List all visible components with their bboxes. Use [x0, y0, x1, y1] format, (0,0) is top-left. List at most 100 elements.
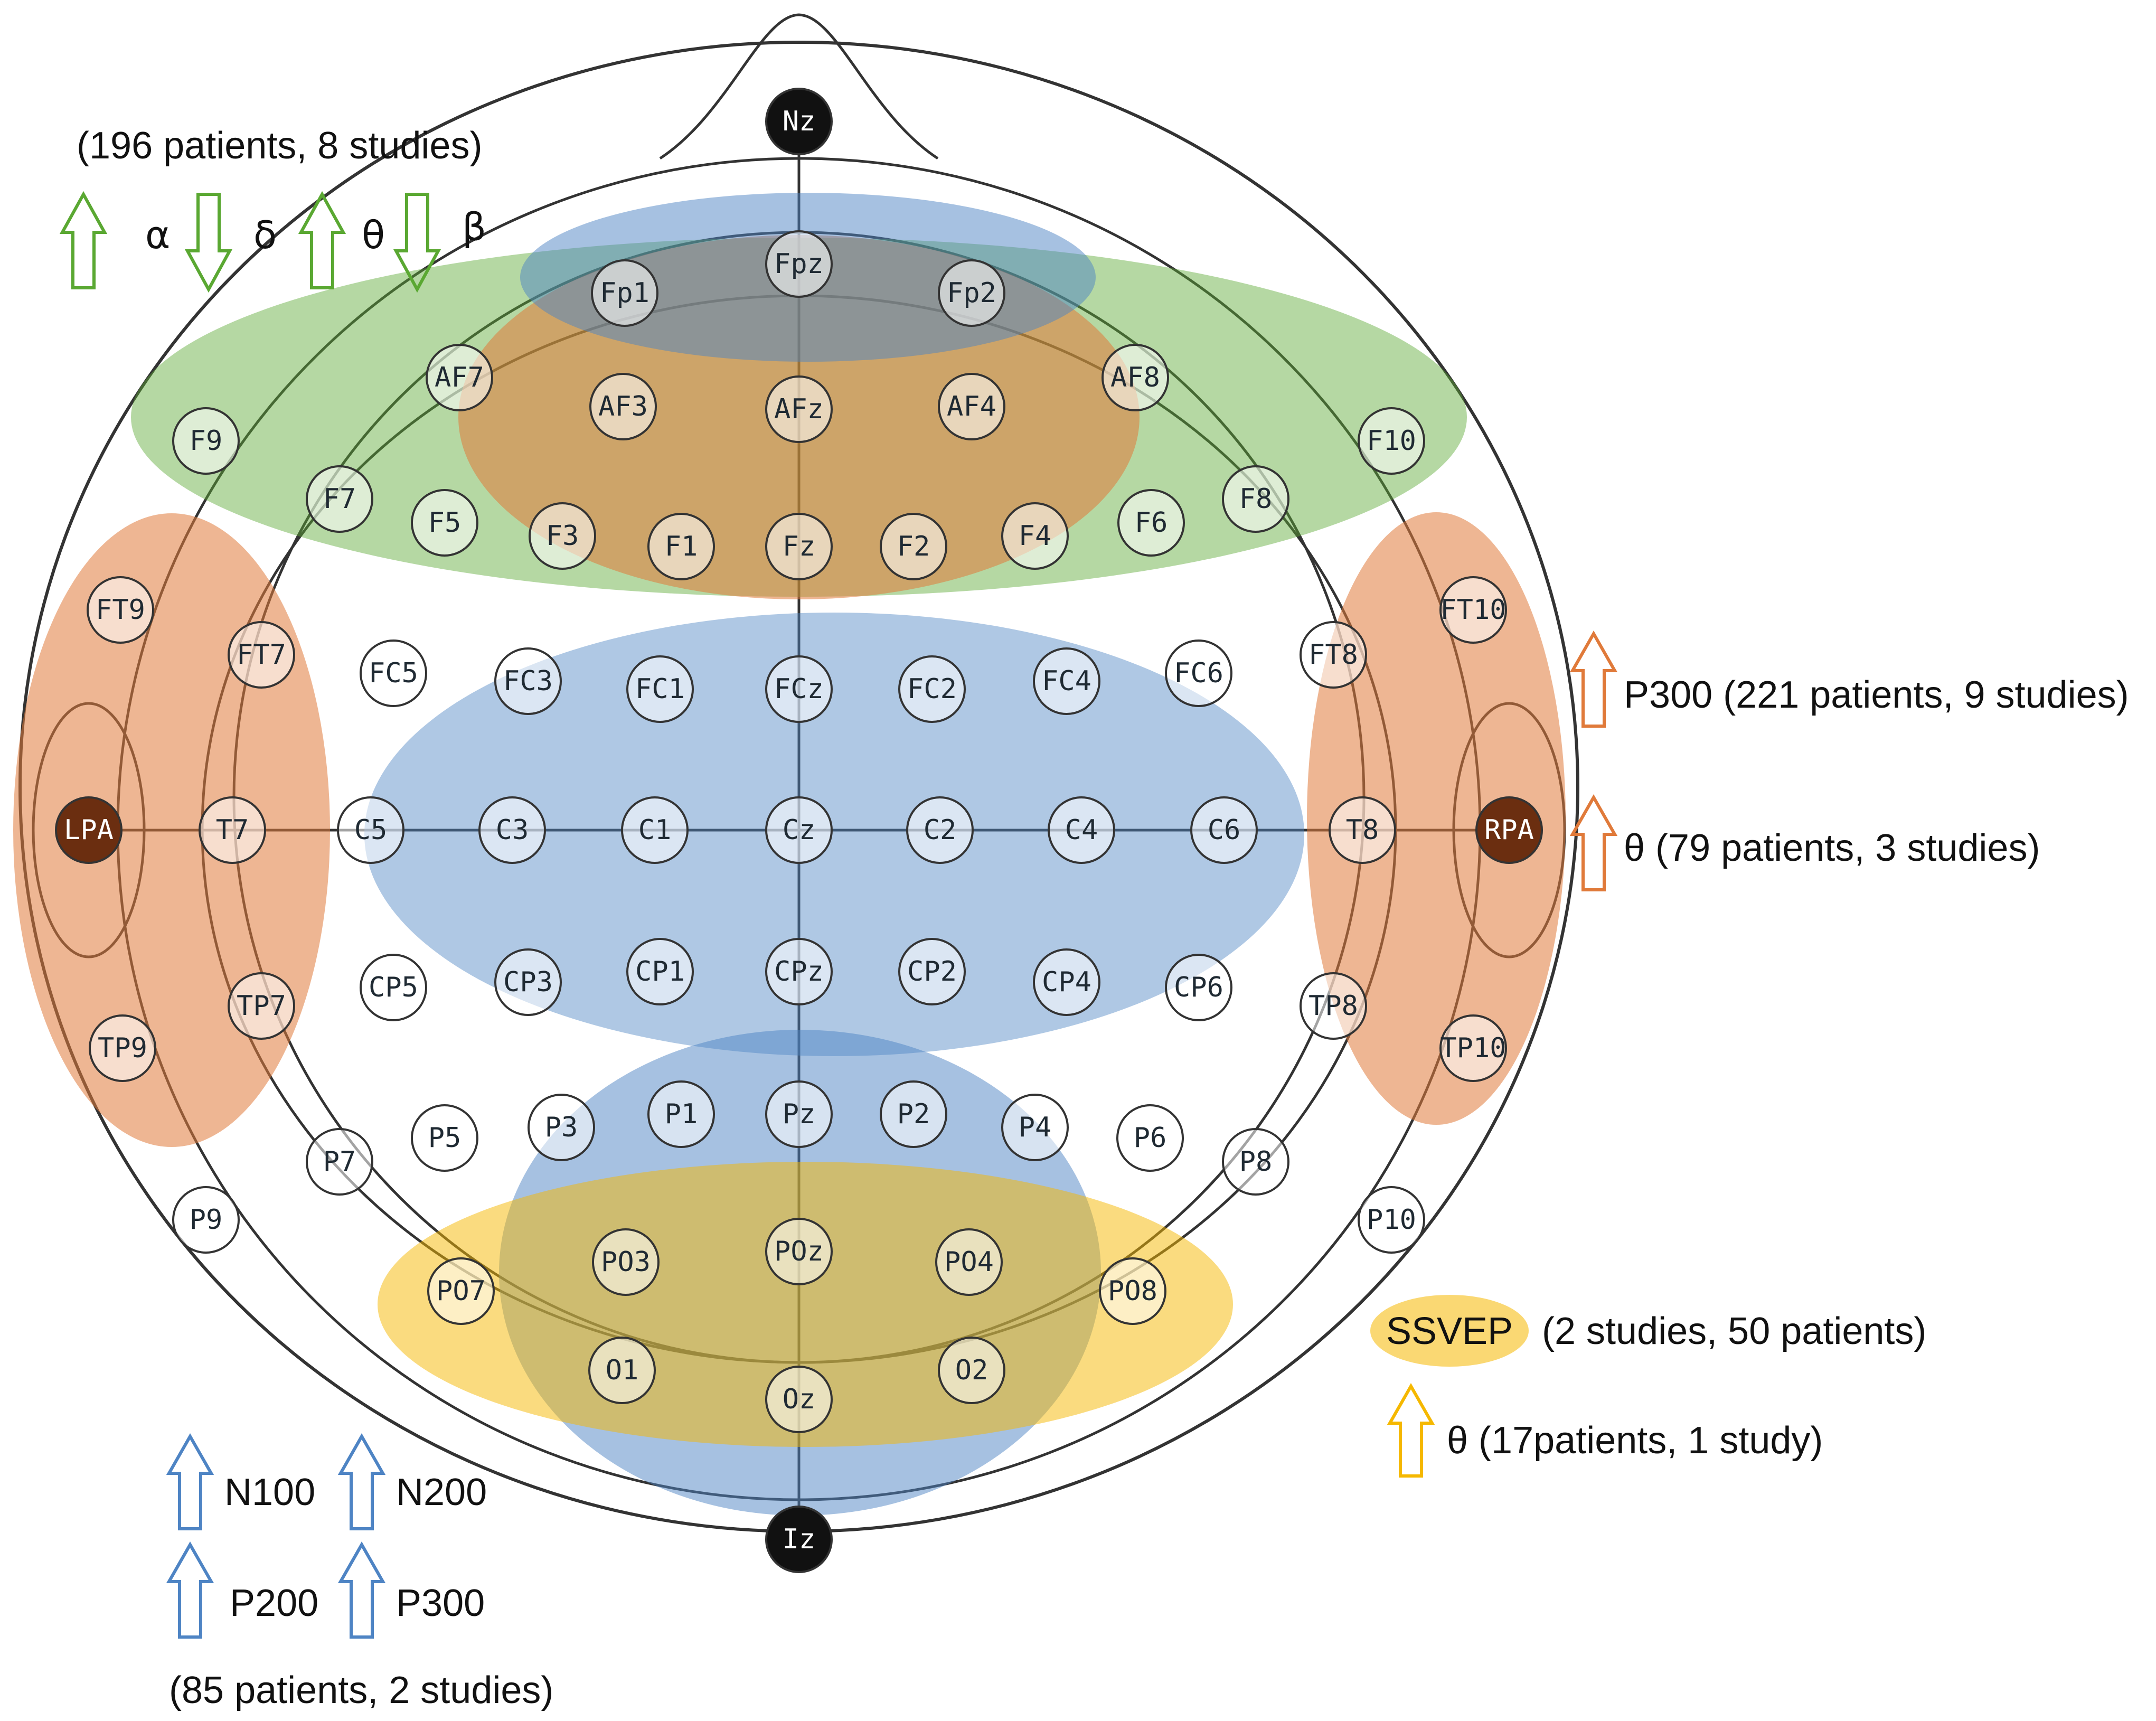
electrode-label: T8 [1346, 814, 1379, 846]
electrode-po8: PO8 [1099, 1257, 1166, 1325]
electrode-tp9: TP9 [89, 1014, 156, 1082]
electrode-marker [765, 375, 833, 443]
electrode-label: FC5 [369, 657, 418, 689]
electrode-label: C5 [354, 814, 388, 846]
electrode-marker [1222, 1128, 1289, 1196]
yellow-theta-label: θ (17patients, 1 study) [1447, 1419, 1823, 1462]
electrode-label: PO8 [1108, 1275, 1157, 1307]
orange-p300-label: P300 (221 patients, 9 studies) [1624, 674, 2129, 716]
electrode-po7: PO7 [427, 1257, 495, 1325]
electrode-marker [494, 647, 562, 715]
electrode-marker [938, 373, 1005, 440]
electrode-c1: C1 [621, 796, 689, 864]
electrode-label: RPA [1484, 814, 1534, 846]
electrode-p5: P5 [411, 1104, 478, 1172]
electrode-fp1: Fp1 [591, 259, 658, 327]
electrode-marker [360, 954, 427, 1021]
electrode-rpa: RPA [1475, 796, 1543, 864]
electrode-marker [306, 465, 373, 533]
electrode-label: F1 [665, 531, 698, 562]
electrode-f7: F7 [306, 465, 373, 533]
electrode-label: Fz [783, 531, 816, 562]
blue-p200-label: P200 [230, 1582, 318, 1624]
electrode-marker [1165, 954, 1232, 1021]
electrode-c6: C6 [1190, 796, 1258, 864]
electrode-label: TP10 [1440, 1032, 1506, 1064]
electrode-marker [591, 259, 658, 327]
electrode-label: P8 [1239, 1146, 1273, 1178]
electrode-label: POz [774, 1236, 824, 1267]
orange-arrows [1569, 630, 1618, 891]
electrode-marker [89, 1014, 156, 1082]
electrode-marker [765, 796, 833, 864]
electrode-marker [478, 796, 546, 864]
electrode-ft7: FT7 [228, 621, 295, 689]
green-arrows [59, 191, 441, 293]
electrode-marker [1165, 640, 1232, 707]
electrode-fpz: Fpz [765, 230, 833, 298]
electrode-marker [935, 1228, 1003, 1296]
electrode-marker [765, 1506, 833, 1573]
alpha-label: α [145, 213, 170, 257]
electrode-marker [528, 1094, 595, 1161]
electrode-c4: C4 [1048, 796, 1115, 864]
electrode-label: P10 [1367, 1204, 1416, 1236]
electrode-cp2: CP2 [898, 938, 966, 1005]
electrode-marker [1329, 796, 1396, 864]
electrode-afz: AFz [765, 375, 833, 443]
electrode-p9: P9 [172, 1186, 240, 1254]
ssvep-badge [1370, 1295, 1529, 1367]
electrode-marker [589, 373, 657, 440]
electrode-fc4: FC4 [1033, 647, 1100, 715]
electrode-marker [765, 513, 833, 580]
electrode-p6: P6 [1116, 1104, 1184, 1172]
blue-region-count: (85 patients, 2 studies) [169, 1669, 553, 1711]
electrode-marker [938, 1337, 1005, 1404]
electrode-label: P2 [897, 1098, 930, 1130]
blue-n200-label: N200 [396, 1471, 487, 1513]
electrode-pz: Pz [765, 1080, 833, 1148]
electrode-label: F8 [1239, 483, 1273, 515]
electrode-marker [426, 344, 493, 411]
electrode-poz: POz [765, 1218, 833, 1285]
blue-central-ellipse [364, 613, 1304, 1056]
electrode-o2: O2 [938, 1337, 1005, 1404]
electrode-label: TP8 [1308, 990, 1358, 1022]
electrode-marker [898, 938, 966, 1005]
electrode-label: F2 [897, 531, 930, 562]
electrode-nz: Nz [765, 88, 833, 155]
electrode-label: AF4 [947, 391, 996, 422]
electrode-fp2: Fp2 [938, 259, 1005, 327]
annotations: (196 patients, 8 studies) α δ θ β P300 (… [59, 125, 2129, 1711]
electrode-label: CPz [774, 956, 824, 988]
electrode-marker [1116, 1104, 1184, 1172]
electrode-p2: P2 [880, 1080, 947, 1148]
orange-right-temporal-ellipse [1307, 512, 1566, 1125]
electrode-p8: P8 [1222, 1128, 1289, 1196]
electrode-marker [1300, 972, 1367, 1040]
arrow-up-icon [59, 191, 108, 289]
electrode-marker [306, 1128, 373, 1196]
electrode-marker [427, 1257, 495, 1325]
electrode-c3: C3 [478, 796, 546, 864]
electrode-t8: T8 [1329, 796, 1396, 864]
electrode-ft10: FT10 [1439, 576, 1507, 644]
electrode-marker [906, 796, 974, 864]
electrode-label: FT8 [1308, 639, 1358, 671]
blue-p300-label: P300 [396, 1582, 485, 1624]
electrode-label: C6 [1208, 814, 1241, 846]
electrode-marker [411, 489, 478, 557]
electrode-label: O1 [606, 1355, 639, 1386]
electrode-label: F9 [190, 425, 223, 457]
green-region-count: (196 patients, 8 studies) [77, 125, 482, 167]
electrode-label: P4 [1019, 1112, 1052, 1143]
electrode-label: Cz [783, 814, 816, 846]
arrow-up-icon [166, 1541, 214, 1639]
electrode-marker [621, 796, 689, 864]
ssvep-label: SSVEP [1386, 1310, 1513, 1352]
electrode-label: P5 [428, 1122, 462, 1154]
electrode-label: Oz [783, 1384, 816, 1415]
arrow-up-icon [337, 1433, 386, 1530]
